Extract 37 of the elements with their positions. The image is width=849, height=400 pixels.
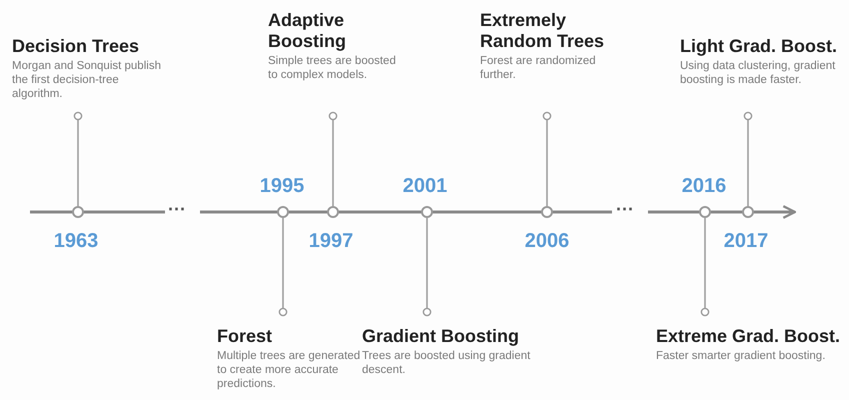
ellipsis: ··· [168,200,186,218]
year-label: 1995 [258,176,306,196]
year-label: 1963 [52,231,100,251]
event-title: Extreme Grad. Boost. [656,326,842,347]
year-label: 2006 [524,231,570,251]
event-description: Multiple trees are generated to create more accurate predictions. [217,349,362,391]
stem-line [744,112,752,206]
stem-line [328,112,338,206]
timeline-point [421,206,433,218]
stem-line [542,112,552,206]
year-label: 1997 [308,231,354,251]
stem-line [278,218,288,316]
event-title: Gradient Boosting [362,326,520,347]
timeline-point [277,206,289,218]
event-description: Forest are randomized further. [480,54,597,82]
stem-line [422,218,432,316]
timeline-point [742,206,754,218]
event-title: Decision Trees [12,36,140,57]
event-description: Trees are boosted using gradient descent. [362,349,532,377]
event-description: Using data clustering, gradient boosting is made faster. [680,59,836,87]
year-label: 2001 [402,176,448,196]
stem-line [700,218,710,316]
timeline-point [72,206,84,218]
event-description: Faster smarter gradient boosting. [656,349,826,363]
event-description: Morgan and Sonquist publish the first decision-tree algorithm. [12,59,162,101]
event-title: Extremely Random Trees [480,10,606,52]
year-label: 2017 [722,231,770,251]
event-title: Forest [217,326,274,347]
event-description: Simple trees are boosted to complex models. [268,54,397,82]
timeline-point [327,206,339,218]
year-label: 2016 [680,176,728,196]
timeline-point [699,206,711,218]
event-title: Light Grad. Boost. [680,36,838,57]
timeline-point [541,206,553,218]
stem-line [74,112,82,206]
event-title: Adaptive Boosting [268,10,347,52]
ellipsis: ··· [616,200,634,218]
